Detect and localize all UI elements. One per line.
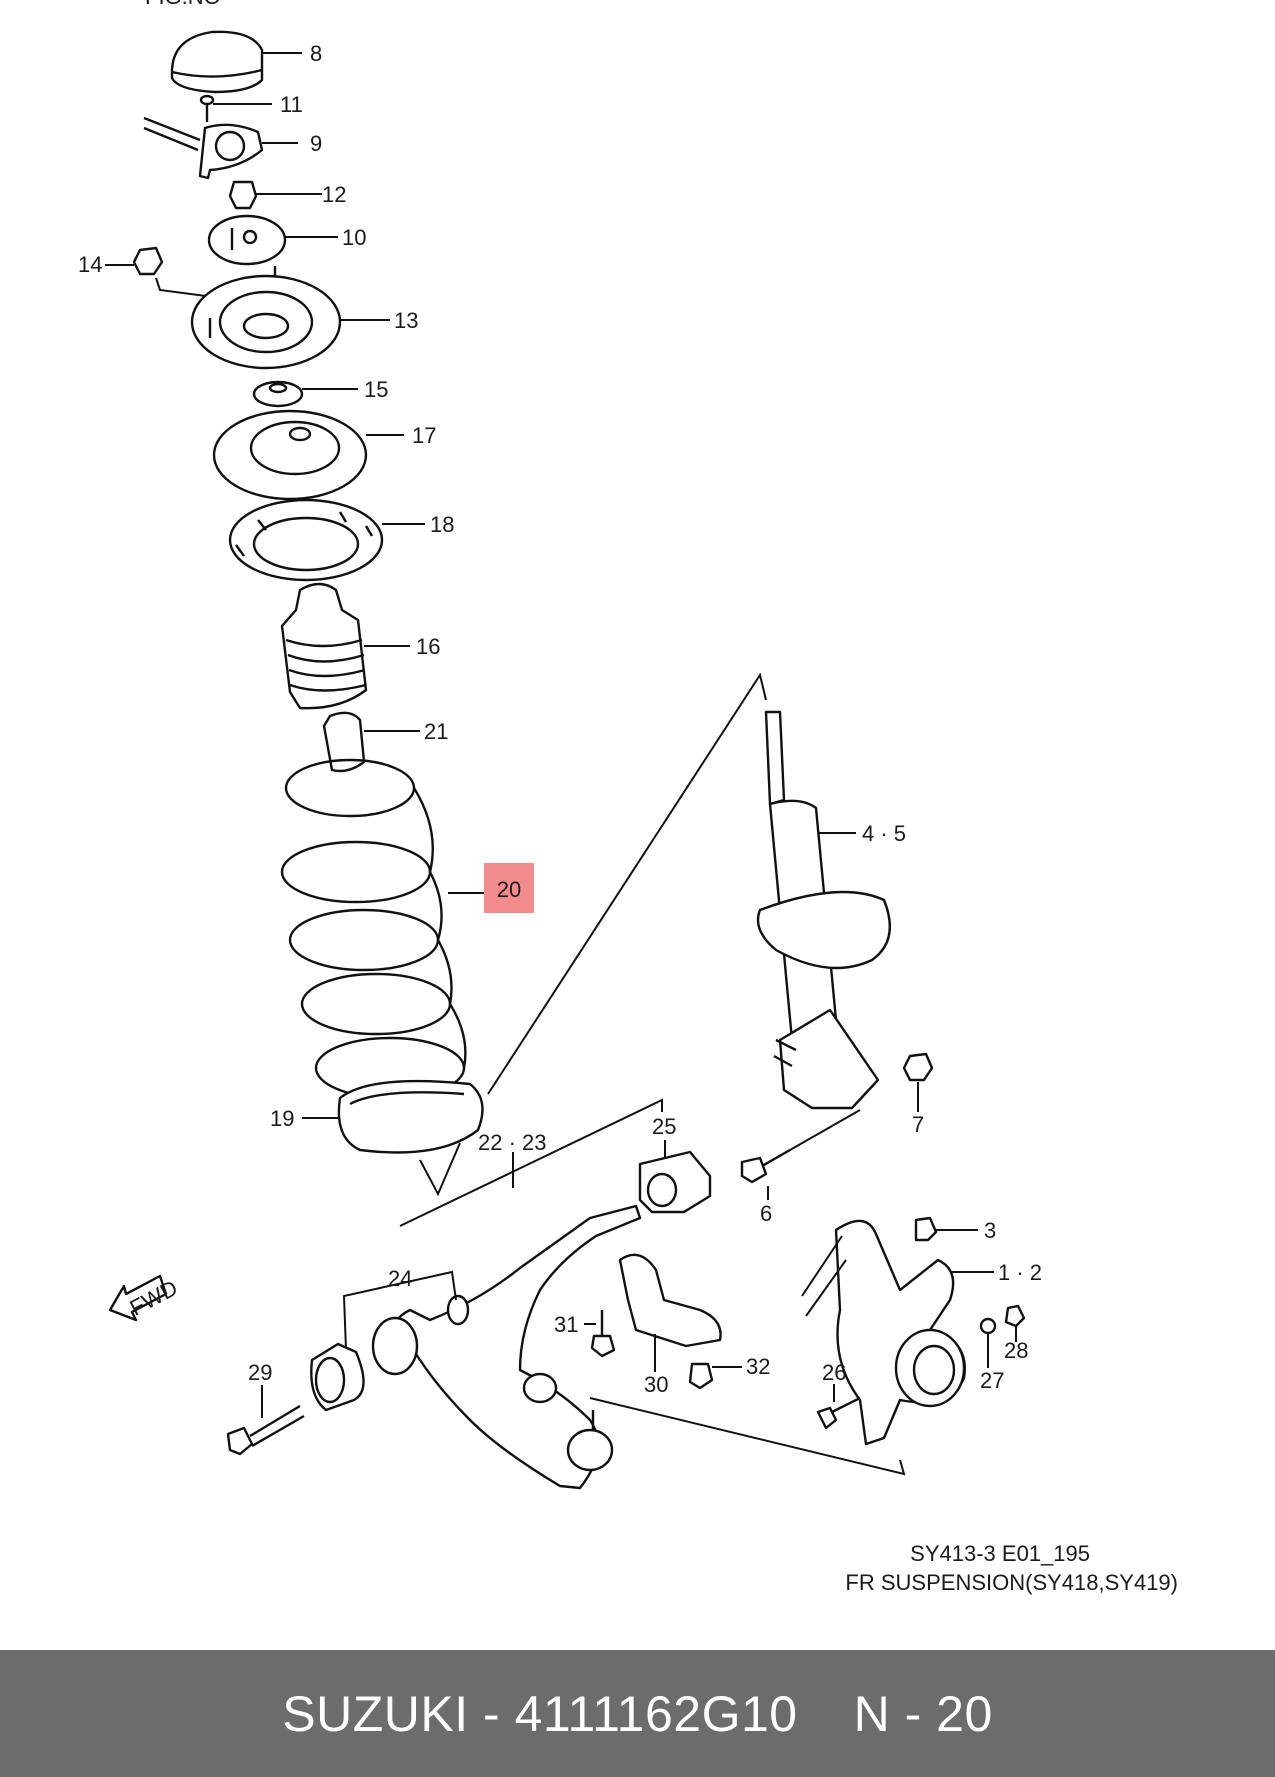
callout-30: 30 (644, 1372, 668, 1397)
callout-9: 9 (310, 131, 322, 156)
part-32-nut (688, 1362, 742, 1390)
callout-7: 7 (912, 1112, 924, 1137)
callout-24: 24 (388, 1266, 412, 1291)
part-6-bolt (740, 1109, 861, 1200)
part-3-nut (914, 1216, 978, 1242)
part-8-cap (170, 30, 302, 94)
part-1-2-knuckle (801, 1219, 994, 1446)
diagram-code: SY413-3 E01_195 (910, 1541, 1090, 1566)
part-25-bushing (638, 1140, 712, 1214)
callout-11: 11 (280, 92, 303, 117)
part-16-dust-boot (280, 582, 410, 710)
part-20-coil-spring (280, 758, 484, 1100)
part-22-23-control-arm (342, 1098, 906, 1490)
part-9-bracket (143, 116, 298, 180)
callout-4-5: 4 · 5 (862, 821, 906, 846)
callout-20-highlight (484, 863, 534, 913)
figure-number-fragment: FIG.NO (145, 0, 221, 9)
separator: - (483, 1685, 501, 1742)
callout-3: 3 (984, 1218, 996, 1243)
callout-16: 16 (416, 634, 440, 659)
callout-31: 31 (554, 1312, 578, 1337)
part-12-nut (228, 180, 322, 210)
callout-15: 15 (364, 377, 388, 402)
callout-27: 27 (980, 1368, 1004, 1393)
callout-17: 17 (412, 423, 436, 448)
callout-25: 25 (652, 1114, 676, 1139)
callout-21: 21 (424, 719, 448, 744)
part-4-5-strut (419, 672, 891, 1197)
callout-22-23: 22 · 23 (478, 1130, 547, 1155)
callout-26: 26 (822, 1360, 846, 1385)
exploded-diagram: FIG.NO (78, 0, 1178, 1595)
callout-19: 19 (270, 1106, 294, 1131)
part-15-washer (252, 380, 358, 408)
callout-18: 18 (430, 512, 454, 537)
brand-name: SUZUKI (282, 1685, 469, 1742)
reference-number: N - 20 (853, 1685, 993, 1742)
callout-8: 8 (310, 41, 322, 66)
part-13-strut-mount (190, 274, 390, 370)
callout-1-2: 1 · 2 (998, 1260, 1042, 1285)
part-30-bracket (618, 1253, 722, 1372)
part-10-plate (207, 214, 338, 282)
part-21-bump-stop (322, 711, 420, 773)
part-18-insulator (228, 498, 425, 582)
diagram-title: FR SUSPENSION(SY418,SY419) (845, 1570, 1178, 1595)
part-7-nut (902, 1052, 934, 1112)
part-19-lower-seat (302, 1079, 484, 1154)
callout-6: 6 (760, 1201, 772, 1226)
callout-13: 13 (394, 308, 418, 333)
part-number: 4111162G10 (514, 1685, 798, 1742)
callout-32: 32 (746, 1354, 770, 1379)
part-31-bolt (584, 1310, 616, 1358)
footer-bar: SUZUKI - 4111162G10 N - 20 (0, 1650, 1275, 1777)
part-27-28-pins (979, 1304, 1026, 1368)
callout-20: 20 (497, 877, 521, 902)
part-26-bolt (816, 1384, 861, 1430)
callout-10: 10 (342, 225, 366, 250)
callout-12: 12 (322, 182, 346, 207)
callout-14: 14 (78, 252, 102, 277)
part-17-upper-seat (212, 409, 404, 501)
part-11-screw (199, 94, 272, 122)
fwd-arrow-icon: FWD (108, 1274, 182, 1322)
part-29-bolt (226, 1342, 365, 1456)
callout-29: 29 (248, 1360, 272, 1385)
callout-28: 28 (1004, 1338, 1028, 1363)
